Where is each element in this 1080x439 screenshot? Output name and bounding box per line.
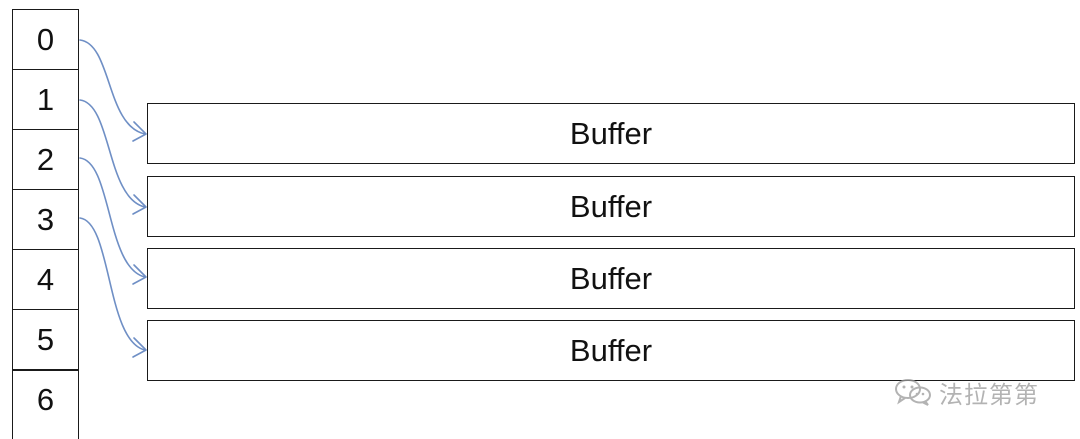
buffer-label: Buffer xyxy=(569,115,653,151)
buffer-box-2: Buffer xyxy=(147,176,1075,237)
buffer-box-3: Buffer xyxy=(147,248,1075,309)
index-label: 4 xyxy=(36,261,55,297)
index-label: 0 xyxy=(36,21,55,57)
buffer-box-4: Buffer xyxy=(147,320,1075,381)
index-cell-1: 1 xyxy=(13,69,78,129)
index-cell-0: 0 xyxy=(13,9,78,69)
arrow-2-to-buffer-3 xyxy=(79,157,146,278)
index-label: 1 xyxy=(36,81,55,117)
watermark: 法拉第第 xyxy=(893,370,1039,414)
index-label: 6 xyxy=(36,382,55,417)
arrow-head-2 xyxy=(132,264,147,285)
index-cell-2: 2 xyxy=(13,129,78,189)
wechat-icon xyxy=(895,379,931,406)
index-cell-5: 5 xyxy=(13,309,78,369)
index-cell-6: 6 xyxy=(13,369,78,429)
arrow-head-1 xyxy=(132,194,147,215)
index-cell-3: 3 xyxy=(13,189,78,249)
index-label: 5 xyxy=(36,321,55,357)
index-cell-4: 4 xyxy=(13,249,78,309)
arrow-3-to-buffer-4 xyxy=(79,217,146,351)
arrow-head-0 xyxy=(132,121,147,142)
index-label: 2 xyxy=(36,141,55,177)
arrow-1-to-buffer-2 xyxy=(79,99,146,208)
buffer-label: Buffer xyxy=(569,188,653,224)
arrow-head-3 xyxy=(132,337,147,358)
arrow-0-to-buffer-1 xyxy=(79,39,146,135)
buffer-label: Buffer xyxy=(569,332,653,368)
index-label: 3 xyxy=(36,201,55,237)
watermark-text: 法拉第第 xyxy=(939,380,1039,409)
buffer-box-1: Buffer xyxy=(147,103,1075,164)
index-array: 0 1 2 3 4 5 6 xyxy=(12,9,79,439)
buffer-label: Buffer xyxy=(569,260,653,296)
